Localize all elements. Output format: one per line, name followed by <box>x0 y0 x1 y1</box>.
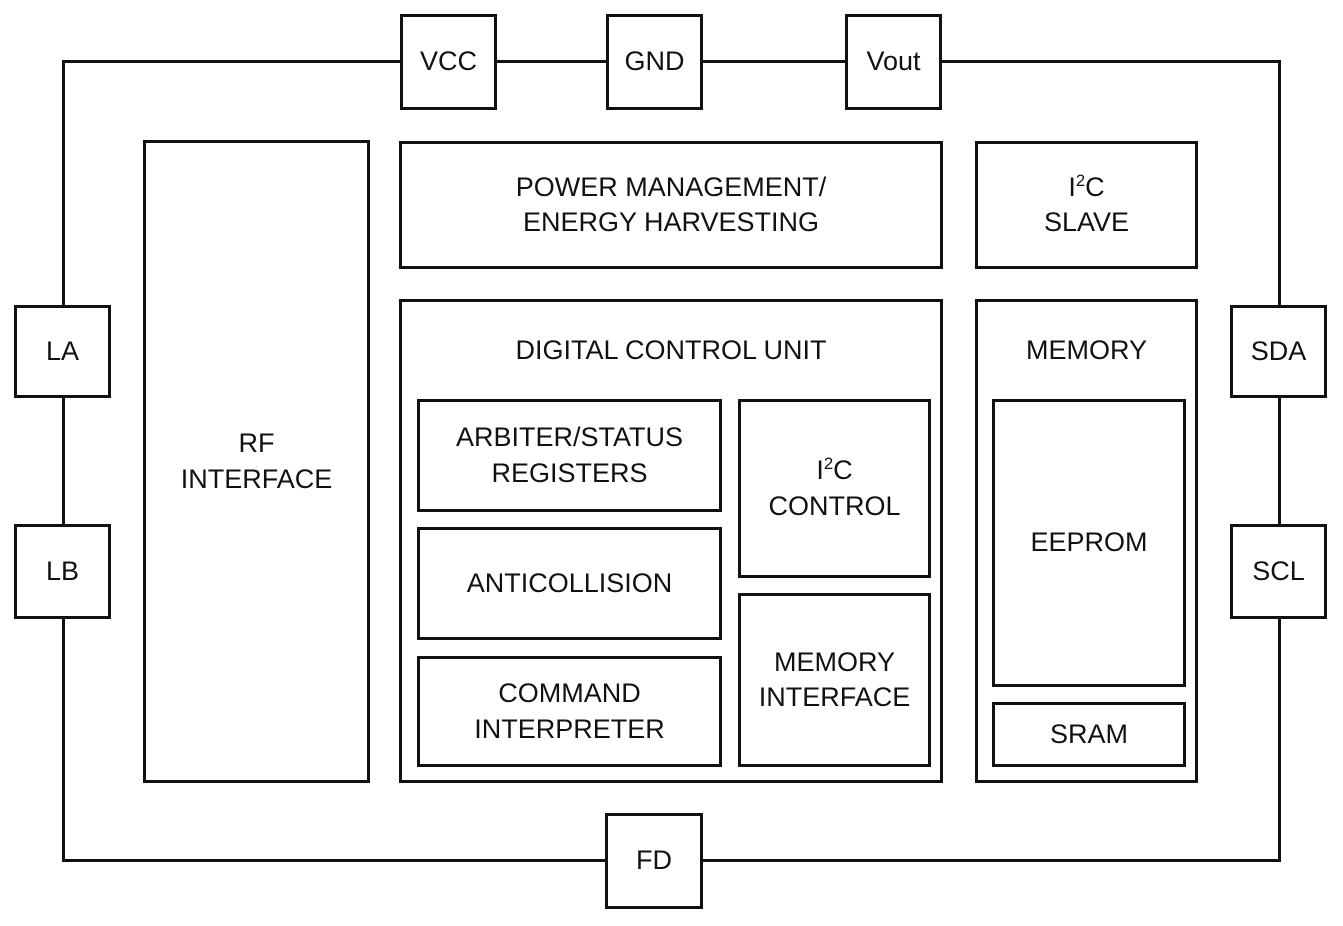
pin-la: LA <box>14 305 111 398</box>
i2c-slave-label-post: C <box>1085 171 1105 202</box>
memory-interface-label-line2: INTERFACE <box>758 682 911 712</box>
rf-interface-block: RF INTERFACE <box>143 140 370 783</box>
digital-control-unit-block: DIGITAL CONTROL UNIT ARBITER/STATUS REGI… <box>399 299 943 783</box>
eeprom-block: EEPROM <box>992 399 1186 687</box>
rf-interface-label-line1: RF <box>238 428 275 459</box>
power-management-block: POWER MANAGEMENT/ ENERGY HARVESTING <box>399 141 943 269</box>
pin-sda: SDA <box>1230 305 1327 398</box>
i2c-slave-label-pre: I <box>1068 171 1076 202</box>
sram-block: SRAM <box>992 702 1186 767</box>
pin-la-label: LA <box>45 335 80 366</box>
anticollision-block: ANTICOLLISION <box>417 527 722 640</box>
command-interpreter-label-line2: INTERPRETER <box>474 713 665 744</box>
memory-interface-block: MEMORY INTERFACE <box>738 593 931 767</box>
pin-sda-label: SDA <box>1250 335 1307 366</box>
rf-interface-label-line2: INTERFACE <box>180 463 333 494</box>
pin-vout-label: Vout <box>866 46 921 77</box>
pin-lb: LB <box>14 524 111 619</box>
pin-scl-label: SCL <box>1252 555 1305 586</box>
i2c-control-label-line2: CONTROL <box>768 490 901 521</box>
pin-fd-label: FD <box>636 845 672 876</box>
power-management-label-line2: ENERGY HARVESTING <box>522 207 820 237</box>
memory-block: MEMORY EEPROM SRAM <box>975 299 1198 783</box>
i2c-control-block: I2C CONTROL <box>738 399 931 578</box>
arbiter-label-line2: REGISTERS <box>491 457 648 488</box>
command-interpreter-label-line1: COMMAND <box>498 678 641 709</box>
pin-vout: Vout <box>845 14 942 110</box>
i2c-slave-label-line1: I2C <box>1068 170 1104 205</box>
pin-vcc-label: VCC <box>419 46 477 77</box>
arbiter-label-line1: ARBITER/STATUS <box>455 422 684 453</box>
anticollision-label: ANTICOLLISION <box>466 567 673 598</box>
pin-vcc: VCC <box>400 14 497 110</box>
i2c-control-label-pre: I <box>816 455 824 486</box>
command-interpreter-block: COMMAND INTERPRETER <box>417 656 722 767</box>
arbiter-status-registers-block: ARBITER/STATUS REGISTERS <box>417 399 722 512</box>
i2c-slave-label-line2: SLAVE <box>1043 207 1130 237</box>
i2c-control-label-sup: 2 <box>823 454 834 474</box>
pin-fd: FD <box>605 813 703 909</box>
pin-gnd-label: GND <box>624 46 685 77</box>
memory-title: MEMORY <box>1025 335 1147 365</box>
i2c-control-label-post: C <box>833 455 853 486</box>
i2c-slave-label-sup: 2 <box>1075 170 1086 190</box>
i2c-control-label-line1: I2C <box>816 453 852 488</box>
pin-lb-label: LB <box>45 555 80 586</box>
sram-label: SRAM <box>1049 718 1128 749</box>
memory-interface-label-line1: MEMORY <box>773 646 895 677</box>
power-management-label-line1: POWER MANAGEMENT/ <box>515 171 827 202</box>
digital-control-unit-title: DIGITAL CONTROL UNIT <box>515 335 827 365</box>
pin-scl: SCL <box>1230 524 1327 619</box>
i2c-slave-block: I2C SLAVE <box>975 141 1198 269</box>
eeprom-label: EEPROM <box>1030 527 1148 558</box>
pin-gnd: GND <box>606 14 703 110</box>
